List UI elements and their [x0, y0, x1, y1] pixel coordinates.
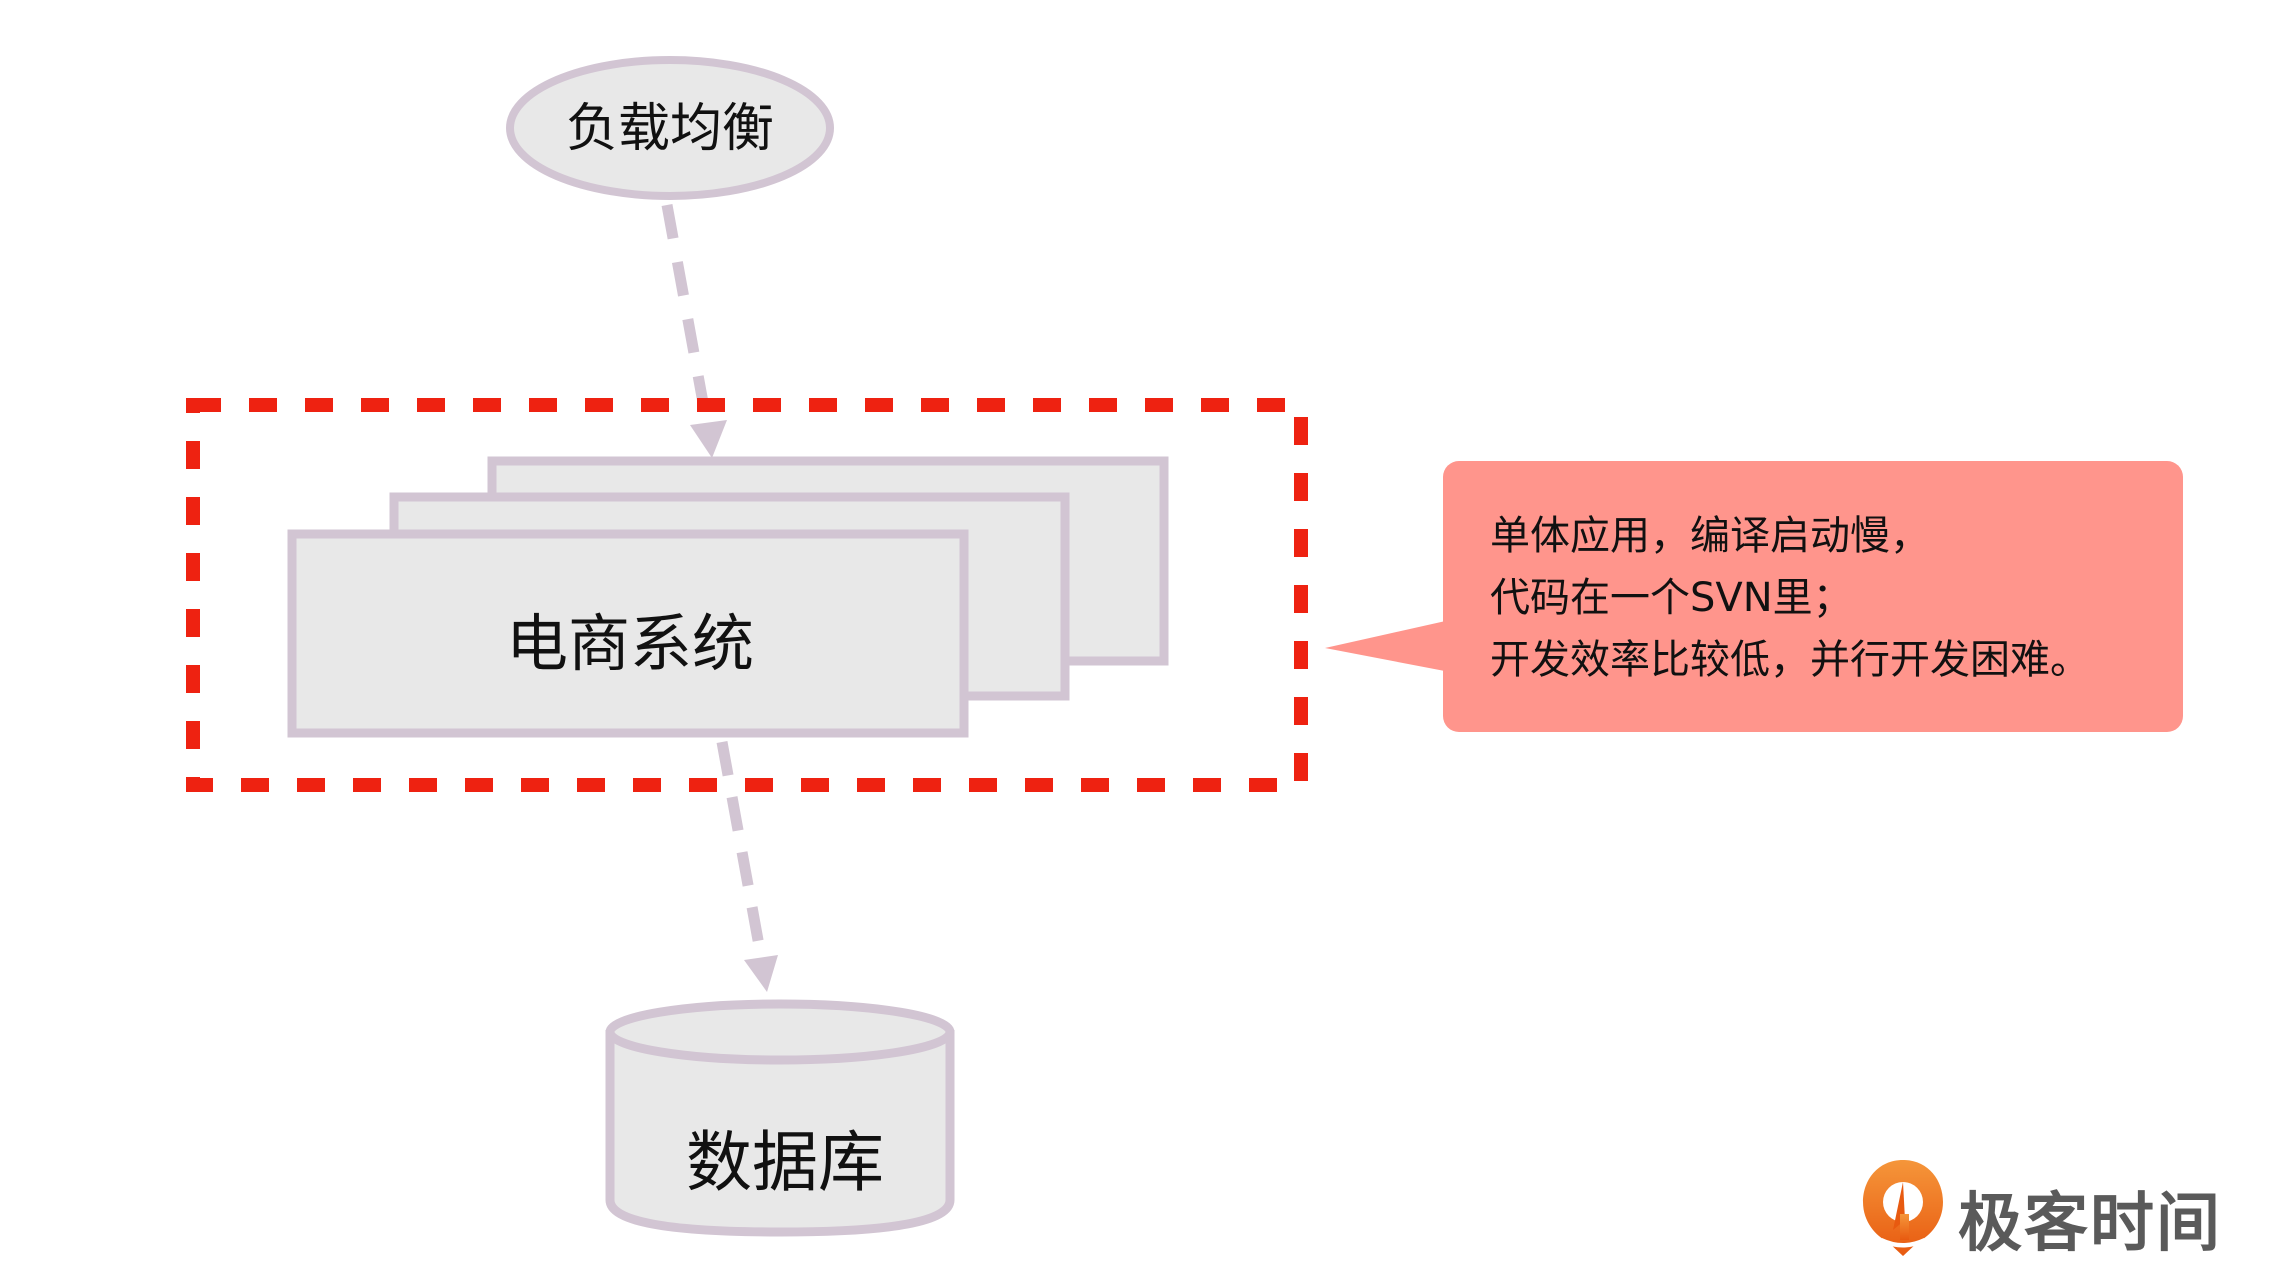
- callout-bubble: [1325, 461, 2183, 732]
- callout-pointer: [1325, 620, 1450, 672]
- brand-logo-text: 极客时间: [1958, 1187, 2222, 1261]
- arrow-head-icon: [744, 955, 778, 992]
- geektime-logo-icon: [1863, 1160, 1943, 1256]
- arrow-ecommerce-to-db: [716, 741, 778, 992]
- highlight-group-border: [186, 398, 1308, 792]
- ecommerce-system-node: 电商系统: [287, 456, 1169, 738]
- ecommerce-system-label: 电商系统: [506, 607, 754, 680]
- database-label: 数据库: [686, 1124, 884, 1201]
- ecommerce-stack-front: [287, 529, 969, 738]
- database-cylinder-top: [605, 999, 955, 1065]
- database-node: 数据库: [605, 999, 955, 1237]
- callout-text: 单体应用，编译启动慢， 代码在一个SVN里； 开发效率比较低，并行开发困难。: [1490, 505, 2170, 691]
- callout-line-1: 单体应用，编译启动慢，: [1490, 513, 1930, 559]
- load-balancer-node: 负载均衡: [506, 56, 834, 200]
- arrow-head-icon: [690, 420, 727, 458]
- database-cylinder-body: [605, 1030, 955, 1237]
- arrow-lb-to-ecommerce: [661, 204, 727, 458]
- arrow-line: [661, 204, 714, 431]
- load-balancer-ellipse: [506, 56, 834, 200]
- callout-box: [1443, 461, 2183, 732]
- arrow-line: [716, 741, 768, 963]
- load-balancer-label: 负载均衡: [566, 99, 774, 159]
- callout-line-2: 代码在一个SVN里；: [1490, 575, 1853, 621]
- callout-line-3: 开发效率比较低，并行开发困难。: [1490, 637, 2090, 683]
